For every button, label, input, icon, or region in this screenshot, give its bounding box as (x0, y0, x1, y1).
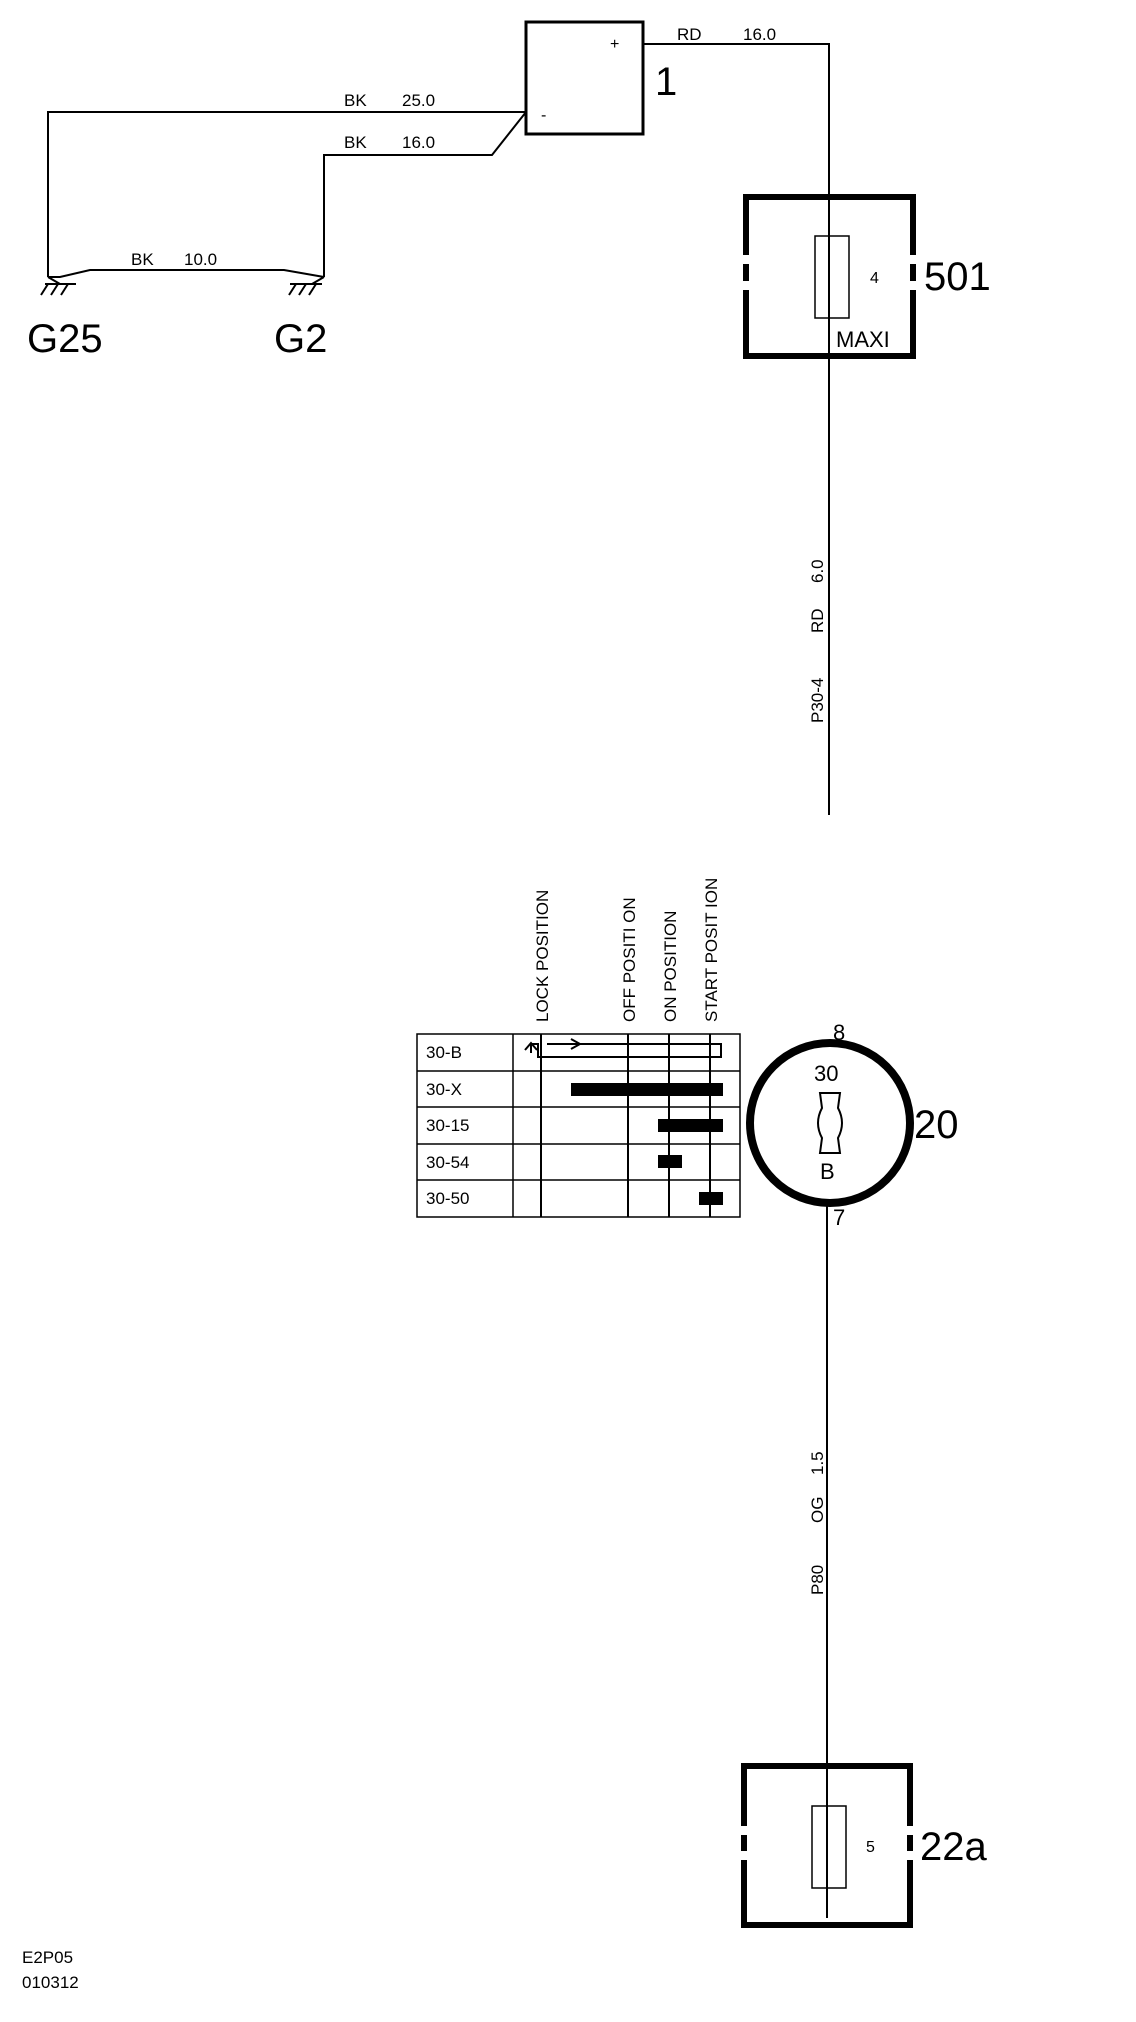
wire-g25-to-g2 (48, 269, 325, 278)
ground-g25-icon (40, 276, 76, 296)
fuse-501-type: MAXI (836, 327, 890, 352)
wire-p80-circuit: P80 (808, 1565, 827, 1595)
wire-bat-g25-color: BK (344, 91, 367, 110)
switch-pin-top: 8 (833, 1020, 845, 1045)
row-30-50-bar (699, 1192, 723, 1205)
table-row-30-50: 30-50 (426, 1189, 469, 1208)
fuse-22a-number: 5 (866, 1839, 875, 1856)
battery-box (524, 20, 645, 136)
position-lock: LOCK POSITION (533, 890, 552, 1022)
wire-p30-4-color: RD (808, 608, 827, 633)
wire-battery-to-g25 (47, 111, 526, 277)
ignition-switch-body (746, 1039, 914, 1207)
fuse-22a-element (811, 1805, 847, 1889)
row-30-15-bar (658, 1119, 723, 1132)
table-row-30-x: 30-X (426, 1080, 462, 1099)
wire-switch-to-fuse22a-label: P80 OG 1.5 (808, 1451, 827, 1595)
wire-bat-g2-size: 16.0 (402, 133, 435, 152)
wire-p30-4-circuit: P30-4 (808, 678, 827, 723)
position-off: OFF POSITI ON (620, 897, 639, 1022)
row-30-b-bar (524, 1038, 722, 1058)
fuse-22a-ref: 22a (920, 1825, 987, 1869)
fuse-501-number: 4 (870, 270, 879, 287)
drawing-id: E2P05 (22, 1948, 73, 1967)
wire-battery-out-size: 16.0 (743, 25, 776, 44)
battery: + - 1 (524, 20, 677, 136)
wire-g25-g2-color: BK (131, 250, 154, 269)
position-start: START POSIT ION (702, 878, 721, 1022)
row-30-x-bar (571, 1083, 723, 1096)
battery-minus-label: - (541, 107, 546, 124)
fuse-22a: 5 22a (741, 1763, 987, 1928)
wire-p80-size: 1.5 (808, 1451, 827, 1475)
wire-fuse501-to-switch-label: P30-4 RD 6.0 (808, 559, 827, 723)
switch-pin-bottom: 7 (833, 1205, 845, 1230)
switch-terminal-top: 30 (814, 1061, 838, 1086)
switch-terminal-bottom: B (820, 1159, 835, 1184)
wire-battery-to-fuse501 (643, 43, 830, 210)
wire-bat-g2-color: BK (344, 133, 367, 152)
table-row-30-54: 30-54 (426, 1153, 469, 1172)
ignition-switch-ref: 20 (914, 1103, 959, 1147)
table-row-30-15: 30-15 (426, 1116, 469, 1135)
battery-plus-label: + (610, 36, 619, 53)
ground-g2-label: G2 (274, 317, 327, 361)
date-code: 010312 (22, 1973, 79, 1992)
position-on: ON POSITION (661, 911, 680, 1022)
fuse-501-ref: 501 (924, 255, 991, 299)
battery-ref: 1 (655, 60, 677, 104)
key-slot-icon (817, 1092, 843, 1154)
fuse-501-element (814, 235, 850, 319)
fuse-501: 4 MAXI 501 (743, 194, 991, 815)
wire-g25-g2-size: 10.0 (184, 250, 217, 269)
table-row-30-b: 30-B (426, 1043, 462, 1062)
ground-g25-label: G25 (27, 317, 103, 361)
wire-battery-out-color: RD (677, 25, 702, 44)
wire-p30-4-size: 6.0 (808, 559, 827, 583)
wire-p80-color: OG (808, 1497, 827, 1523)
ignition-switch: 8 30 B 7 20 (746, 1020, 959, 1230)
switch-position-table: 30-B 30-X 30-15 30-54 30-50 LOCK POSITIO… (416, 878, 741, 1218)
row-30-54-bar (658, 1155, 682, 1168)
ground-g2-icon (288, 276, 325, 296)
wire-battery-to-g2 (323, 111, 527, 277)
wire-bat-g25-size: 25.0 (402, 91, 435, 110)
